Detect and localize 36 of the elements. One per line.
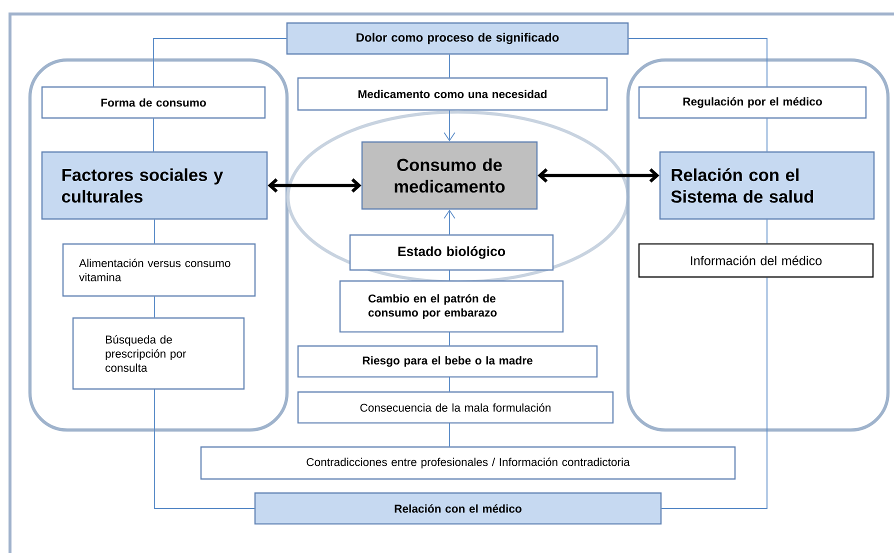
- connector-line: [449, 423, 450, 447]
- heading-box: Relación con el médico: [254, 492, 662, 525]
- double-arrow: [538, 168, 660, 183]
- concept-box: Información del médico: [638, 243, 874, 278]
- arrow: [444, 210, 456, 235]
- connector-line: [449, 54, 450, 78]
- connector-line: [153, 118, 154, 152]
- main-factor-box: Factores sociales y culturales: [41, 151, 268, 220]
- rounded-panel: [626, 58, 890, 432]
- concept-box: Regulación por el médico: [638, 86, 867, 119]
- connector-line: [766, 118, 768, 152]
- concept-box: Consecuencia de la mala formulación: [297, 391, 614, 424]
- arrow: [444, 110, 456, 142]
- connector-line: [154, 389, 255, 509]
- connector-line: [661, 277, 768, 509]
- concept-box: Cambio en el patrón de consumo por embarazo: [339, 280, 564, 333]
- concept-box: Contradicciones entre profesionales / Información contradictoria: [200, 446, 736, 480]
- rounded-panel: [28, 58, 289, 432]
- concept-box: Medicamento como una necesidad: [297, 77, 608, 111]
- connector-line: [154, 296, 155, 318]
- main-factor-box: Relación con el Sistema de salud: [659, 151, 875, 220]
- concept-box: Estado biológico: [349, 234, 554, 271]
- heading-box: Dolor como proceso de significado: [286, 22, 629, 55]
- connector-line: [449, 332, 450, 346]
- concept-box: Búsqueda de prescripción por consulta: [72, 317, 245, 390]
- connector-line: [449, 270, 450, 281]
- connector-line: [628, 38, 768, 87]
- central-box: Consumo de medicamento: [361, 141, 538, 210]
- connector-line: [449, 377, 450, 392]
- connector-line: [153, 38, 287, 87]
- connector-line: [154, 219, 155, 244]
- double-arrow: [268, 178, 362, 193]
- concept-box: Riesgo para el bebe o la madre: [297, 345, 598, 378]
- concept-box: Forma de consumo: [41, 86, 266, 119]
- concept-box: Alimentación versus consumo vitamina: [62, 243, 256, 297]
- connector-line: [766, 219, 768, 244]
